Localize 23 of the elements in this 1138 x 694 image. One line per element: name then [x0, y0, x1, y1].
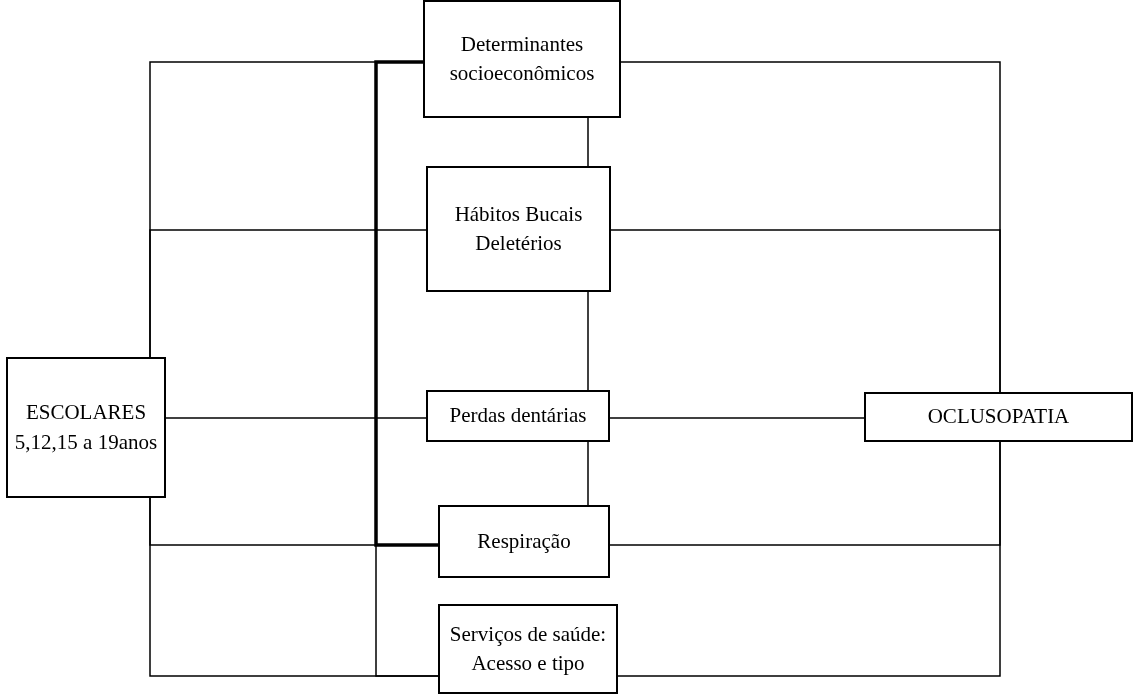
- connector-line: [609, 417, 865, 419]
- box-label: ESCOLARES 5,12,15 a 19anos: [13, 399, 159, 456]
- connector-line: [165, 417, 427, 419]
- concept-box: [864, 392, 1133, 442]
- concept-box: [423, 0, 621, 118]
- concept-box: [6, 357, 166, 498]
- concept-box: [438, 604, 618, 694]
- concept-box: [426, 390, 610, 442]
- connector-line: [587, 117, 589, 167]
- concept-box: [438, 505, 610, 578]
- box-label: Respiração: [477, 527, 571, 555]
- box-label: Perdas dentárias: [449, 402, 587, 430]
- connector-line: [587, 291, 589, 391]
- connector-line: [149, 229, 427, 358]
- box-label: Serviços de saúde: Acesso e tipo: [448, 620, 608, 677]
- box-label: Determinantes socioeconômicos: [448, 30, 596, 87]
- connector-line: [610, 229, 1001, 393]
- connector-line: [374, 60, 438, 547]
- box-label: Hábitos Bucais Deletérios: [453, 200, 584, 257]
- connector-line: [617, 441, 1001, 677]
- concept-box: [426, 166, 611, 292]
- box-label: OCLUSOPATIA: [927, 403, 1070, 431]
- connector-line: [587, 441, 589, 506]
